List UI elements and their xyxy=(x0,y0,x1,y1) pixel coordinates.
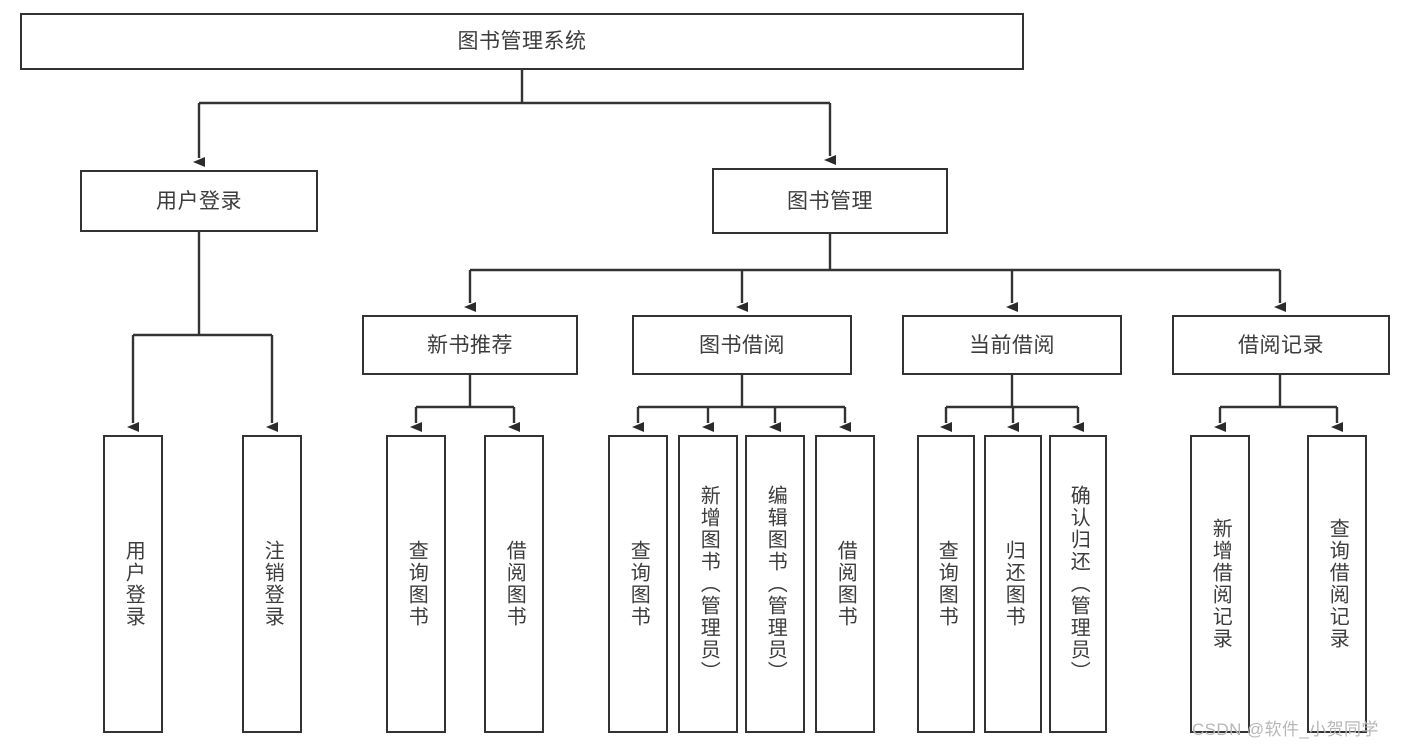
node-new-book-recommend-label: 新书推荐 xyxy=(427,333,513,357)
node-borrow-record-label: 借阅记录 xyxy=(1238,333,1324,357)
node-user-login-label: 用户登录 xyxy=(156,189,242,213)
node-root-label: 图书管理系统 xyxy=(457,30,587,53)
leaf-edit-book-admin-label: 编辑图书（管理员） xyxy=(764,485,787,683)
node-borrow-record[interactable]: 借阅记录 xyxy=(1172,315,1390,375)
leaf-query-book-borrow-label: 查询图书 xyxy=(627,540,650,628)
leaf-add-book-admin[interactable]: 新增图书（管理员） xyxy=(678,435,738,733)
leaf-query-borrow-record[interactable]: 查询借阅记录 xyxy=(1307,435,1367,733)
node-new-book-recommend[interactable]: 新书推荐 xyxy=(362,315,578,375)
leaf-borrow-book-label: 借阅图书 xyxy=(834,540,857,628)
leaf-query-book-recommend-label: 查询图书 xyxy=(405,540,428,628)
leaf-query-book-recommend[interactable]: 查询图书 xyxy=(386,435,446,733)
node-book-management-label: 图书管理 xyxy=(787,189,873,213)
leaf-confirm-return-admin[interactable]: 确认归还（管理员） xyxy=(1049,435,1107,733)
leaf-user-login[interactable]: 用户登录 xyxy=(103,435,163,733)
node-book-borrow[interactable]: 图书借阅 xyxy=(632,315,852,375)
leaf-query-book-current-label: 查询图书 xyxy=(935,540,958,628)
leaf-borrow-book-recommend[interactable]: 借阅图书 xyxy=(484,435,544,733)
node-user-login[interactable]: 用户登录 xyxy=(80,170,318,232)
leaf-user-login-label: 用户登录 xyxy=(122,540,145,628)
node-current-borrow[interactable]: 当前借阅 xyxy=(902,315,1122,375)
leaf-borrow-book-recommend-label: 借阅图书 xyxy=(503,540,526,628)
node-current-borrow-label: 当前借阅 xyxy=(969,333,1055,357)
leaf-confirm-return-admin-label: 确认归还（管理员） xyxy=(1067,485,1090,683)
leaf-add-borrow-record-label: 新增借阅记录 xyxy=(1209,518,1232,650)
leaf-logout-label: 注销登录 xyxy=(261,540,284,628)
csdn-watermark: CSDN @软件_小贺同学 xyxy=(1192,720,1379,739)
leaf-query-borrow-record-label: 查询借阅记录 xyxy=(1326,518,1349,650)
leaf-query-book-current[interactable]: 查询图书 xyxy=(917,435,975,733)
node-root[interactable]: 图书管理系统 xyxy=(20,13,1024,70)
node-book-borrow-label: 图书借阅 xyxy=(699,333,785,357)
leaf-return-book[interactable]: 归还图书 xyxy=(984,435,1042,733)
leaf-add-book-admin-label: 新增图书（管理员） xyxy=(697,485,720,683)
leaf-return-book-label: 归还图书 xyxy=(1002,540,1025,628)
leaf-edit-book-admin[interactable]: 编辑图书（管理员） xyxy=(745,435,805,733)
leaf-add-borrow-record[interactable]: 新增借阅记录 xyxy=(1190,435,1250,733)
leaf-query-book-borrow[interactable]: 查询图书 xyxy=(608,435,668,733)
leaf-logout[interactable]: 注销登录 xyxy=(242,435,302,733)
leaf-borrow-book[interactable]: 借阅图书 xyxy=(815,435,875,733)
node-book-management[interactable]: 图书管理 xyxy=(712,168,948,234)
